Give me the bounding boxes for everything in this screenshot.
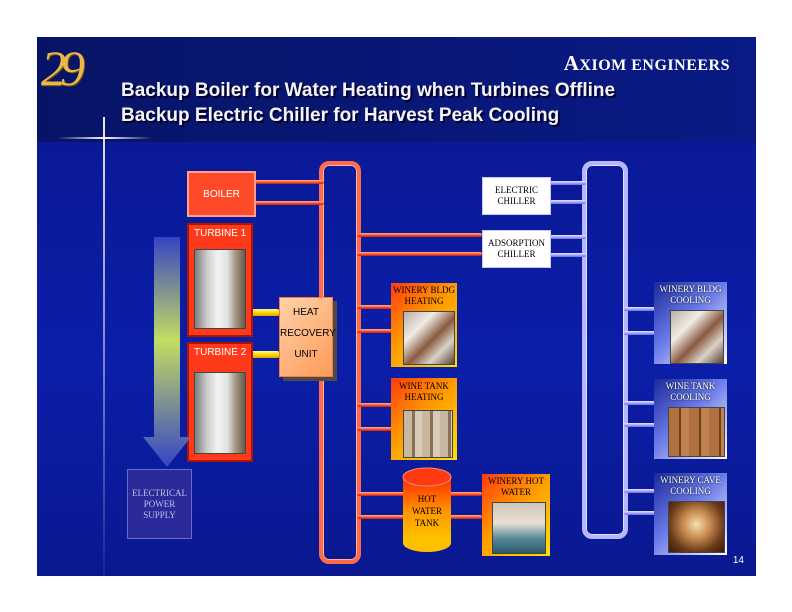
pipe-tank-cooling-2 bbox=[624, 423, 656, 427]
pipe-hw-tank-1 bbox=[357, 492, 407, 496]
pipe-hot-to-adsorption-1 bbox=[357, 233, 482, 237]
boiler-label: BOILER bbox=[203, 188, 240, 200]
pipe-hw-out-2 bbox=[447, 515, 482, 519]
pipe-bldg-cooling-1 bbox=[624, 307, 656, 311]
turbine-1-box: TURBINE 1 bbox=[187, 223, 253, 337]
pipe-adsorption-chiller-2 bbox=[550, 253, 586, 257]
heat-recovery-unit-box: HEAT RECOVERY UNIT bbox=[279, 297, 336, 377]
electric-chiller-line-2: CHILLER bbox=[497, 196, 536, 206]
exhaust-pipe-turbine2 bbox=[250, 351, 280, 358]
wine-tank-cooling-photo bbox=[668, 407, 725, 457]
title-line-2: Backup Electric Chiller for Harvest Peak… bbox=[121, 105, 560, 126]
hot-water-tank-cylinder bbox=[402, 467, 452, 552]
winery-hot-water-line-1: WINERY HOT bbox=[488, 476, 544, 486]
hru-line-1: HEAT bbox=[293, 307, 319, 318]
pipe-hw-tank-2 bbox=[357, 515, 407, 519]
adsorption-chiller-line-2: CHILLER bbox=[497, 249, 536, 259]
turbine-1-photo bbox=[194, 249, 246, 329]
winery-bldg-cooling-line-2: COOLING bbox=[670, 295, 711, 305]
sparkle-horizontal bbox=[57, 137, 152, 139]
boiler-box: BOILER bbox=[187, 171, 256, 217]
brand-rest: XIOM ENGINEERS bbox=[579, 57, 730, 74]
pipe-electric-chiller-2 bbox=[550, 200, 586, 204]
wine-tank-heating-photo bbox=[403, 410, 453, 458]
title-line-1: Backup Boiler for Water Heating when Tur… bbox=[121, 80, 616, 101]
hw-tank-line-1: HOT bbox=[417, 494, 437, 504]
brand-name: AXIOM ENGINEERS bbox=[564, 51, 730, 76]
wine-tank-cooling-line-2: COOLING bbox=[670, 392, 711, 402]
pipe-hot-to-adsorption-2 bbox=[357, 252, 482, 256]
wine-tank-cooling-line-1: WINE TANK bbox=[665, 381, 716, 391]
pipe-boiler-return bbox=[254, 201, 324, 205]
eps-line-2: POWER bbox=[143, 498, 176, 509]
eps-line-3: SUPPLY bbox=[143, 509, 176, 520]
page-number: 14 bbox=[732, 555, 744, 566]
turbine-1-label: TURBINE 1 bbox=[194, 228, 247, 239]
hw-tank-line-2: WATER bbox=[412, 506, 442, 516]
hot-water-tank-label: HOT WATER TANK bbox=[402, 493, 452, 529]
winery-cave-cooling-box: WINERY CAVE COOLING bbox=[654, 473, 727, 555]
pipe-tank-cooling-1 bbox=[624, 401, 656, 405]
turbine-2-box: TURBINE 2 bbox=[187, 342, 253, 462]
winery-hot-water-line-2: WATER bbox=[501, 487, 531, 497]
slide: 29 AXIOM ENGINEERS Backup Boiler for Wat… bbox=[37, 37, 756, 576]
electric-chiller-line-1: ELECTRIC bbox=[495, 185, 538, 195]
winery-bldg-cooling-box: WINERY BLDG COOLING bbox=[654, 282, 727, 364]
winery-bldg-heating-photo bbox=[403, 311, 455, 365]
adsorption-chiller-box: ADSORPTION CHILLER bbox=[482, 230, 551, 268]
winery-bldg-heating-box: WINERY BLDG HEATING bbox=[391, 283, 457, 367]
wine-tank-heating-line-1: WINE TANK bbox=[399, 381, 449, 391]
pipe-adsorption-chiller-1 bbox=[550, 235, 586, 239]
pipe-hw-out-1 bbox=[447, 492, 482, 496]
winery-cave-cooling-line-1: WINERY CAVE bbox=[660, 475, 721, 485]
winery-bldg-heating-line-2: HEATING bbox=[404, 296, 444, 306]
pipe-cave-cooling-1 bbox=[624, 489, 656, 493]
electrical-power-supply-box: ELECTRICAL POWER SUPPLY bbox=[127, 469, 192, 539]
electric-chiller-box: ELECTRIC CHILLER bbox=[482, 177, 551, 215]
winery-bldg-cooling-photo bbox=[670, 310, 724, 364]
pipe-electric-chiller-1 bbox=[550, 181, 586, 185]
pipe-boiler-supply bbox=[254, 180, 324, 184]
hw-tank-line-3: TANK bbox=[414, 518, 440, 528]
wine-tank-heating-line-2: HEATING bbox=[404, 392, 444, 402]
slide-logo-number: 29 bbox=[41, 40, 85, 96]
wine-tank-cooling-box: WINE TANK COOLING bbox=[654, 379, 727, 459]
pipe-bldg-heating-2 bbox=[357, 329, 393, 333]
winery-hot-water-photo bbox=[492, 502, 546, 554]
pipe-tank-heating-2 bbox=[357, 427, 393, 431]
header-band bbox=[37, 37, 756, 142]
winery-cave-cooling-line-2: COOLING bbox=[670, 486, 711, 496]
winery-bldg-cooling-line-1: WINERY BLDG bbox=[659, 284, 722, 294]
winery-cave-cooling-photo bbox=[668, 501, 725, 553]
chilled-water-header bbox=[582, 161, 628, 539]
brand-initial: A bbox=[563, 51, 580, 75]
hru-line-2: RECOVERY bbox=[280, 328, 336, 339]
exhaust-pipe-turbine1 bbox=[250, 309, 280, 316]
eps-line-1: ELECTRICAL bbox=[132, 487, 187, 498]
pipe-tank-heating-1 bbox=[357, 403, 393, 407]
pipe-bldg-cooling-2 bbox=[624, 331, 656, 335]
winery-bldg-heating-line-1: WINERY BLDG bbox=[393, 285, 455, 295]
pipe-bldg-heating-1 bbox=[357, 305, 393, 309]
pipe-cave-cooling-2 bbox=[624, 511, 656, 515]
sparkle-vertical bbox=[103, 117, 105, 576]
wine-tank-heating-box: WINE TANK HEATING bbox=[391, 378, 457, 460]
adsorption-chiller-line-1: ADSORPTION bbox=[487, 238, 545, 248]
turbine-2-photo bbox=[194, 372, 246, 454]
turbine-2-label: TURBINE 2 bbox=[194, 347, 247, 358]
hru-line-3: UNIT bbox=[294, 349, 318, 360]
power-down-arrow bbox=[143, 237, 191, 467]
winery-hot-water-box: WINERY HOT WATER bbox=[482, 474, 550, 556]
